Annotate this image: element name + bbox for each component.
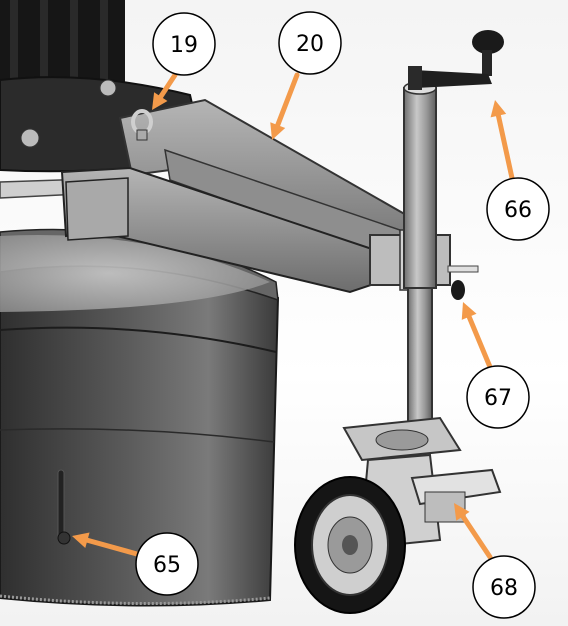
arrow-shaft <box>495 113 515 181</box>
locking-knob <box>447 265 479 300</box>
callout-65: 65 <box>135 532 199 596</box>
callout-circle <box>486 177 550 241</box>
arrow-shaft <box>275 72 300 128</box>
callout-19: 19 <box>152 12 216 76</box>
grinder-housing <box>0 263 280 607</box>
arrow-head <box>152 92 168 110</box>
crank-handle <box>408 30 504 90</box>
callout-label-66: 66 <box>504 198 532 223</box>
callout-circle <box>472 555 536 619</box>
callout-arrows <box>72 72 515 560</box>
callout-label-19: 19 <box>170 33 198 58</box>
jack-post <box>403 81 437 439</box>
callout-67: 67 <box>466 365 530 429</box>
callout-label-20: 20 <box>296 32 324 57</box>
arrow-shaft <box>84 537 140 557</box>
tow-arm <box>60 98 422 294</box>
arrow-shaft <box>466 314 493 370</box>
callout-20: 20 <box>278 11 342 75</box>
callout-68: 68 <box>472 555 536 619</box>
arrow-68 <box>454 503 493 560</box>
callout-label-67: 67 <box>484 386 512 411</box>
callout-circle <box>135 532 199 596</box>
callout-label-68: 68 <box>490 576 518 601</box>
callout-circle <box>278 11 342 75</box>
arrow-shaft <box>158 72 178 100</box>
arrow-66 <box>490 100 515 181</box>
arrow-65 <box>72 532 140 557</box>
callout-label-65: 65 <box>153 553 181 578</box>
arrow-head <box>270 122 286 140</box>
arrow-20 <box>270 72 300 140</box>
arrow-67 <box>461 302 493 370</box>
callout-circle <box>466 365 530 429</box>
arrow-head <box>490 100 507 118</box>
arrow-head <box>461 302 477 320</box>
eye-bolt <box>131 109 153 141</box>
callout-group: 19 20 66 67 65 68 <box>135 11 550 619</box>
arrow-19 <box>152 72 178 110</box>
callout-66: 66 <box>486 177 550 241</box>
callout-circle <box>152 12 216 76</box>
arrow-head <box>72 532 90 548</box>
arrow-head <box>454 503 470 521</box>
arrow-shaft <box>460 513 493 560</box>
